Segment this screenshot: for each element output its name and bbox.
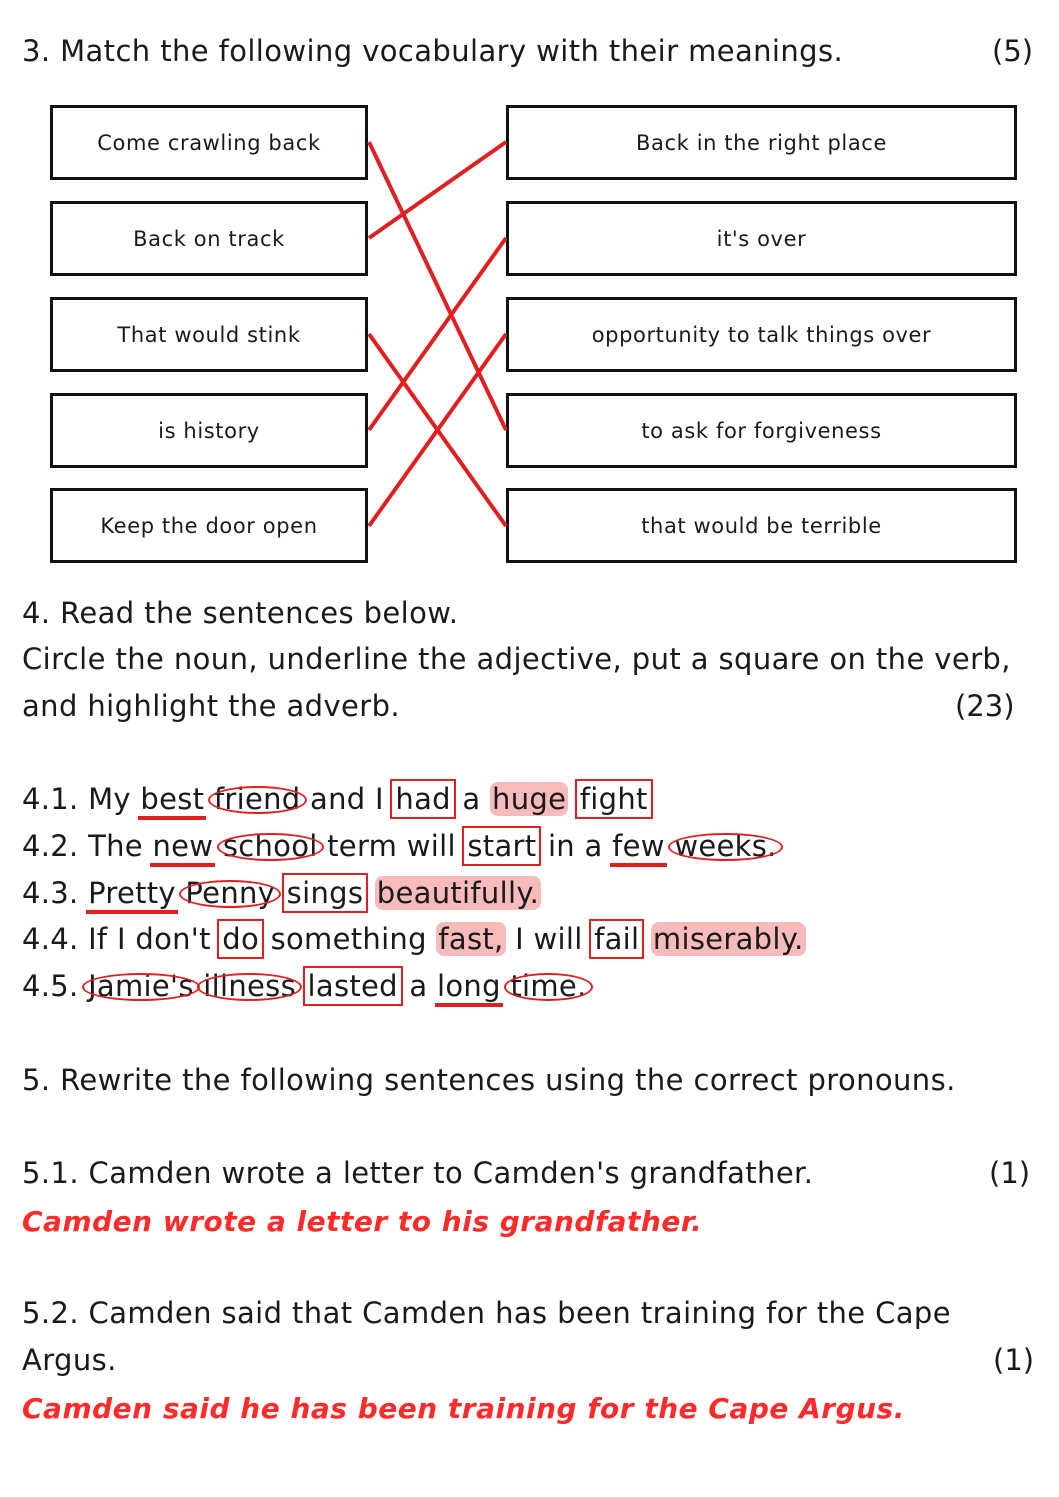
marked-noun[interactable]: school [216,829,324,863]
q4-instruction-line1: Circle the noun, underline the adjective… [22,642,1011,676]
marked-adj[interactable]: new [150,829,216,867]
sentence-line: 4.4. If I don't do something fast, I wil… [22,919,806,959]
marked-adv[interactable]: miserably. [650,922,806,956]
q5-item2-question-line1: 5.2. Camden said that Camden has been tr… [22,1296,951,1330]
q5-item2-marks: (1) [993,1343,1035,1377]
sentence-word: term [327,829,398,863]
match-left-box[interactable]: is history [50,393,368,468]
match-line [367,141,508,431]
marked-verb[interactable]: sings [281,873,369,913]
sentence-word: in [547,829,575,863]
q4-title: 4. Read the sentences below. [22,596,459,630]
q5-item2-answer: Camden said he has been training for the… [22,1392,905,1425]
marked-verb[interactable]: fight [574,779,653,819]
q5-item1-question: 5.1. Camden wrote a letter to Camden's g… [22,1156,814,1190]
q5-item1-marks: (1) [989,1156,1031,1190]
sentence-word: don't [135,922,211,956]
marked-noun[interactable]: Penny [179,876,281,910]
sentence-word: The [88,829,143,863]
marked-adv[interactable]: beautifully. [374,876,542,910]
marked-adj[interactable]: best [138,782,207,820]
q4-instruction-line2: and highlight the adverb. [22,689,401,723]
marked-noun[interactable]: weeks. [668,829,784,863]
marked-verb[interactable]: had [390,779,456,819]
marked-verb[interactable]: fail [589,919,645,959]
marked-noun[interactable]: time. [504,969,593,1003]
marked-adv[interactable]: huge [490,782,569,816]
sentence-word: I [116,922,126,956]
match-right-box[interactable]: opportunity to talk things over [506,297,1017,372]
sentence-line: 4.3. Pretty Penny sings beautifully. [22,873,542,914]
marked-noun[interactable]: Jamie's [82,969,200,1003]
marked-adj[interactable]: Pretty [86,876,178,914]
sentence-word: If [88,922,108,956]
match-right-box[interactable]: it's over [506,201,1017,276]
match-lines [367,140,508,528]
match-line [367,140,508,240]
q3-title: 3. Match the following vocabulary with t… [22,34,844,68]
q5-item2-question-line2: Argus. [22,1343,117,1377]
sentence-word: I [375,782,384,816]
match-right-box[interactable]: Back in the right place [506,105,1017,180]
marked-verb[interactable]: start [462,826,542,866]
match-line [367,332,508,528]
sentence-word: will [406,829,456,863]
match-right-box[interactable]: to ask for forgiveness [506,393,1017,468]
sentence-word: and [310,782,366,816]
match-right-box[interactable]: that would be terrible [506,488,1017,563]
sentence-number: 4.4. [22,922,79,956]
sentence-word: will [533,922,583,956]
sentence-number: 4.3. [22,876,79,910]
sentence-word: something [270,922,427,956]
marked-adj[interactable]: long [435,969,503,1007]
marked-adv[interactable]: fast, [436,922,506,956]
marked-verb[interactable]: do [217,919,265,959]
q4-marks: (23) [955,689,1015,723]
match-left-box[interactable]: Come crawling back [50,105,368,180]
marked-noun[interactable]: illness [197,969,302,1003]
sentence-word: a [584,829,603,863]
match-left-box[interactable]: Back on track [50,201,368,276]
marked-verb[interactable]: lasted [302,966,403,1006]
sentence-word: a [462,782,481,816]
q5-title: 5. Rewrite the following sentences using… [22,1063,956,1097]
sentence-number: 4.2. [22,829,79,863]
sentence-word: I [515,922,524,956]
sentence-line: 4.5. Jamie's illness lasted a long time. [22,966,593,1007]
match-left-box[interactable]: Keep the door open [50,488,368,563]
marked-noun[interactable]: friend [207,782,307,816]
sentence-line: 4.2. The new school term will start in a… [22,826,784,867]
sentence-number: 4.5. [22,969,79,1003]
sentence-word: a [409,969,428,1003]
q3-marks: (5) [992,34,1034,68]
sentence-number: 4.1. [22,782,79,816]
match-left-box[interactable]: That would stink [50,297,368,372]
q5-item1-answer: Camden wrote a letter to his grandfather… [22,1205,703,1238]
marked-adj[interactable]: few [610,829,667,867]
sentence-word: My [88,782,131,816]
sentence-line: 4.1. My best friend and I had a huge fig… [22,779,653,820]
match-line [367,236,508,432]
